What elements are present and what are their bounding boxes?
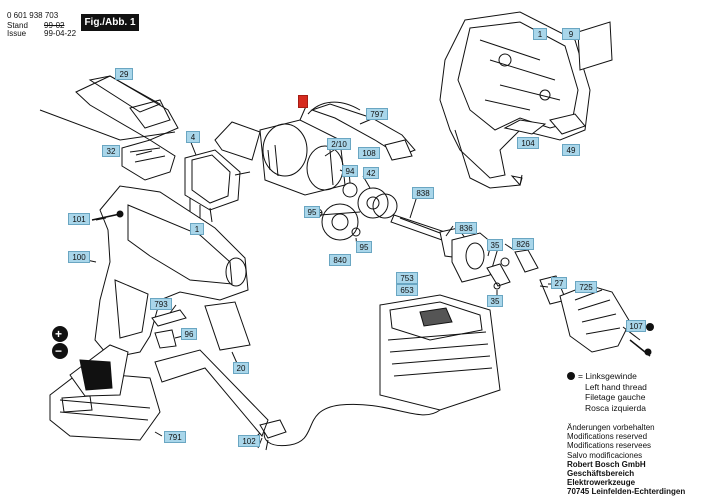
legend-line-2: Left hand thread	[585, 381, 647, 392]
plus-sign: +	[55, 327, 63, 341]
exploded-parts-diagram: 0 601 938 703 Stand 99-02 Issue 99-04-22…	[7, 11, 685, 496]
thread-legend: = Linksgewinde Left hand thread Filetage…	[567, 371, 647, 413]
plus-terminal-icon	[52, 326, 68, 342]
part-label-2-10[interactable]: 2/10	[327, 138, 351, 150]
issue-value: 99-04-22	[44, 29, 77, 38]
part-label-35-top[interactable]: 35	[487, 239, 503, 251]
part-label-49[interactable]: 49	[562, 144, 580, 156]
legend-line-4: Rosca izquierda	[585, 402, 646, 413]
legend-line-3: Filetage gauche	[585, 392, 646, 402]
part-label-102[interactable]: 102	[238, 435, 260, 447]
figure-label: Fig./Abb. 1	[81, 14, 139, 31]
part-label-107[interactable]: 107	[626, 320, 646, 332]
legend-line-1: = Linksgewinde	[578, 371, 637, 381]
motor	[259, 119, 353, 196]
part-label-826[interactable]: 826	[512, 238, 534, 250]
footer-line-1: Änderungen vorbehalten	[567, 423, 655, 432]
part-label-42[interactable]: 42	[363, 167, 379, 179]
stand-value: 99-02	[44, 21, 65, 30]
part-label-20[interactable]: 20	[233, 362, 249, 374]
housing-half-left	[94, 185, 249, 359]
part-label-840[interactable]: 840	[329, 254, 351, 266]
switch-module	[184, 149, 251, 228]
part-label-29[interactable]: 29	[115, 68, 133, 80]
footer-division: Geschäftsbereich Elektrowerkzeuge	[567, 469, 636, 488]
part-label-35-bottom[interactable]: 35	[487, 295, 503, 307]
part-label-94[interactable]: 94	[342, 165, 358, 177]
stand-label: Stand	[7, 21, 28, 30]
part-label-108[interactable]: 108	[358, 147, 380, 159]
part-label-104[interactable]: 104	[517, 137, 539, 149]
part-label-1-mid[interactable]: 1	[190, 223, 204, 235]
footer-line-3: Modifications reservees	[567, 441, 652, 451]
spindle-shaft	[390, 214, 446, 241]
power-cord	[263, 403, 441, 447]
footer-address: 70745 Leinfelden-Echterdingen	[567, 487, 686, 497]
footer-line-2: Modifications reserved	[567, 432, 648, 442]
part-label-653[interactable]: 653	[396, 284, 418, 296]
part-label-95-right[interactable]: 95	[356, 241, 372, 253]
part-label-797[interactable]: 797	[366, 108, 388, 120]
part-label-2[interactable]: 2	[298, 95, 308, 108]
part-label-96[interactable]: 96	[181, 328, 197, 340]
part-label-725[interactable]: 725	[575, 281, 597, 293]
part-label-27[interactable]: 27	[551, 277, 567, 289]
left-hand-thread-marker-icon	[646, 323, 654, 331]
bullet-icon	[567, 372, 575, 380]
part-label-95-left[interactable]: 95	[304, 206, 320, 218]
part-label-791[interactable]: 791	[164, 431, 186, 443]
charger	[379, 294, 501, 411]
part-label-836[interactable]: 836	[455, 222, 477, 234]
part-label-100[interactable]: 100	[68, 251, 90, 263]
housing-half-right	[439, 11, 591, 189]
part-label-793[interactable]: 793	[150, 298, 172, 310]
battery-pack	[49, 344, 161, 441]
parts-artwork	[39, 11, 654, 451]
part-label-101[interactable]: 101	[68, 213, 90, 225]
part-label-753[interactable]: 753	[396, 272, 418, 284]
plate-9	[577, 21, 613, 71]
part-label-1-top[interactable]: 1	[533, 28, 547, 40]
part-label-32[interactable]: 32	[102, 145, 120, 157]
contact-block	[121, 139, 176, 181]
minus-terminal-icon	[52, 343, 68, 359]
document-number: 0 601 938 703	[7, 11, 59, 20]
footer-line-4: Salvo modificaciones	[567, 450, 643, 460]
footer-company: Robert Bosch GmbH	[567, 459, 646, 469]
part-label-4[interactable]: 4	[186, 131, 200, 143]
part-label-9[interactable]: 9	[562, 28, 580, 40]
battery-cover	[75, 75, 179, 141]
part-label-838[interactable]: 838	[412, 187, 434, 199]
issue-label: Issue	[7, 29, 27, 38]
minus-sign: −	[55, 344, 63, 358]
